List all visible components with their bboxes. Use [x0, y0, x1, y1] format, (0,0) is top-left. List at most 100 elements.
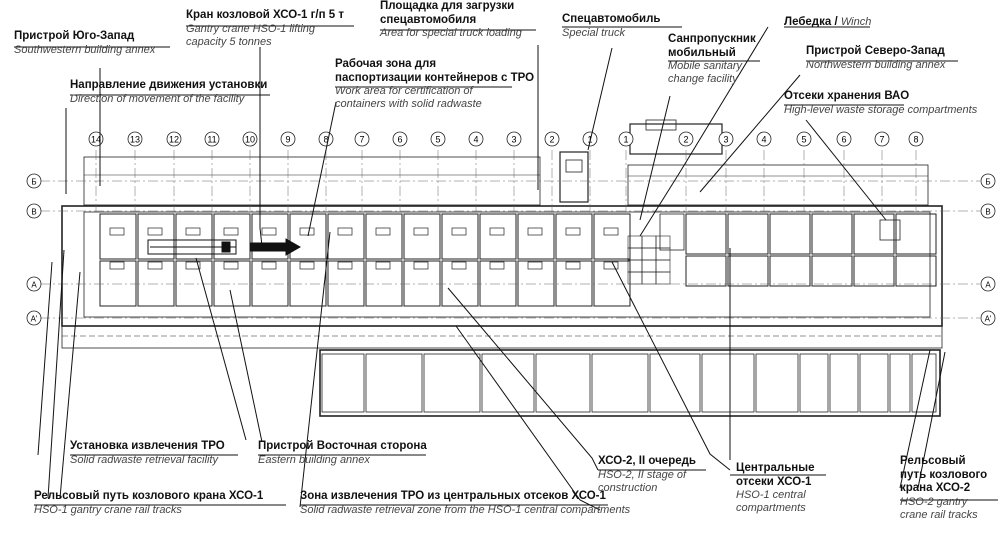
axis-label-right: А': [985, 315, 992, 324]
axis-bubble-right: [980, 173, 996, 189]
axis-label-top: 9: [285, 135, 290, 145]
grid-cell: [641, 271, 657, 285]
label-certification-zone: Рабочая зона для паспортизации контейнер…: [335, 58, 535, 111]
axis-label-right: Б: [985, 178, 990, 187]
axis-label-top: 7: [879, 135, 884, 145]
compartment-cell: [479, 213, 517, 260]
axis-bubble-top: [430, 131, 446, 147]
storage-compartment: [853, 213, 895, 255]
axis-bubble-left: [26, 310, 42, 326]
axis-bubble-right: [980, 310, 996, 326]
axis-label-right: А: [985, 281, 991, 290]
axis-bubble-top: [836, 131, 852, 147]
label-winch: Лебедка / Winch: [784, 16, 872, 28]
axis-bubble-top: [874, 131, 890, 147]
axis-bubble-top: [618, 131, 634, 147]
compartment-cell: [593, 260, 631, 307]
axis-label-top: 8: [323, 135, 328, 145]
compartment-cell: [213, 213, 251, 260]
hatch-opening: [413, 261, 429, 270]
hso2-bay: [321, 353, 365, 413]
axis-bubble-top: [544, 131, 560, 147]
hatch-opening: [223, 261, 239, 270]
compartment-cell: [555, 260, 593, 307]
hso2-bay: [535, 353, 591, 413]
axis-label-top: 14: [91, 135, 101, 145]
grid-cell: [655, 235, 671, 249]
axis-bubble-top: [354, 131, 370, 147]
storage-compartment: [769, 255, 811, 287]
grid-cell: [641, 259, 657, 273]
hso2-bay: [859, 353, 889, 413]
hatch-opening: [565, 261, 581, 270]
axis-label-top: 2: [683, 135, 688, 145]
axis-bubble-top: [796, 131, 812, 147]
hso2-bay: [799, 353, 829, 413]
compartment-cell: [517, 260, 555, 307]
storage-compartment: [727, 255, 769, 287]
compartment-cell: [403, 213, 441, 260]
hatch-opening: [527, 261, 543, 270]
axis-label-top: 6: [397, 135, 402, 145]
axis-label-left: А': [31, 315, 38, 324]
hatch-opening: [603, 227, 619, 236]
hatch-opening: [375, 227, 391, 236]
axis-bubble-top: [242, 131, 258, 147]
storage-compartment: [895, 255, 937, 287]
compartment-cell: [251, 260, 289, 307]
storage-compartment: [685, 213, 727, 255]
compartment-cell: [593, 213, 631, 260]
axis-bubble-top: [756, 131, 772, 147]
axis-bubble-left: [26, 203, 42, 219]
hatch-opening: [375, 261, 391, 270]
hatch-opening: [489, 261, 505, 270]
axis-bubble-top: [582, 131, 598, 147]
grid-cell: [655, 259, 671, 273]
compartment-cell: [175, 260, 213, 307]
inner-outline: [83, 211, 931, 318]
axis-label-top: 4: [473, 135, 478, 145]
storage-compartment: [769, 213, 811, 255]
axis-label-top: 5: [801, 135, 806, 145]
storage-compartment: [811, 255, 853, 287]
hatch-opening: [109, 227, 125, 236]
compartment-cell: [99, 213, 137, 260]
label-central-compartments: Центральные отсеки ХСО-1 HSO-1 central c…: [736, 462, 815, 515]
axis-label-top: 3: [511, 135, 516, 145]
compartment-cell: [555, 213, 593, 260]
special-truck-shape: [559, 151, 589, 203]
axis-label-top: 13: [130, 135, 140, 145]
compartment-cell: [289, 260, 327, 307]
axis-bubble-top: [127, 131, 143, 147]
axis-bubble-top: [678, 131, 694, 147]
axis-label-top: 7: [359, 135, 364, 145]
axis-label-top: 6: [841, 135, 846, 145]
axis-bubble-top: [392, 131, 408, 147]
axis-label-top: 5: [435, 135, 440, 145]
axis-label-left: В: [31, 208, 36, 217]
hatch-opening: [413, 227, 429, 236]
axis-bubble-right: [980, 276, 996, 292]
compartment-cell: [289, 213, 327, 260]
axis-bubble-top: [204, 131, 220, 147]
axis-label-left: А: [31, 281, 37, 290]
hatch-opening: [451, 261, 467, 270]
label-hso2: ХСО-2, II очередь HSO-2, II stage of con…: [598, 455, 696, 494]
axis-bubble-top: [280, 131, 296, 147]
axis-label-top: 2: [549, 135, 554, 145]
hatch-opening: [185, 261, 201, 270]
storage-compartment: [811, 213, 853, 255]
rail-track-strip: [61, 325, 943, 349]
axis-bubble-top: [506, 131, 522, 147]
hso2-bay: [423, 353, 481, 413]
hatch-opening: [147, 261, 163, 270]
hatch-opening: [527, 227, 543, 236]
storage-compartment: [685, 255, 727, 287]
compartment-cell: [365, 213, 403, 260]
northwest-annex-block: [627, 164, 929, 206]
hso2-bay: [829, 353, 859, 413]
hatch-opening: [603, 261, 619, 270]
compartment-cell: [137, 213, 175, 260]
axis-label-top: 4: [761, 135, 766, 145]
label-special-truck: Спецавтомобиль Special truck: [562, 13, 661, 39]
